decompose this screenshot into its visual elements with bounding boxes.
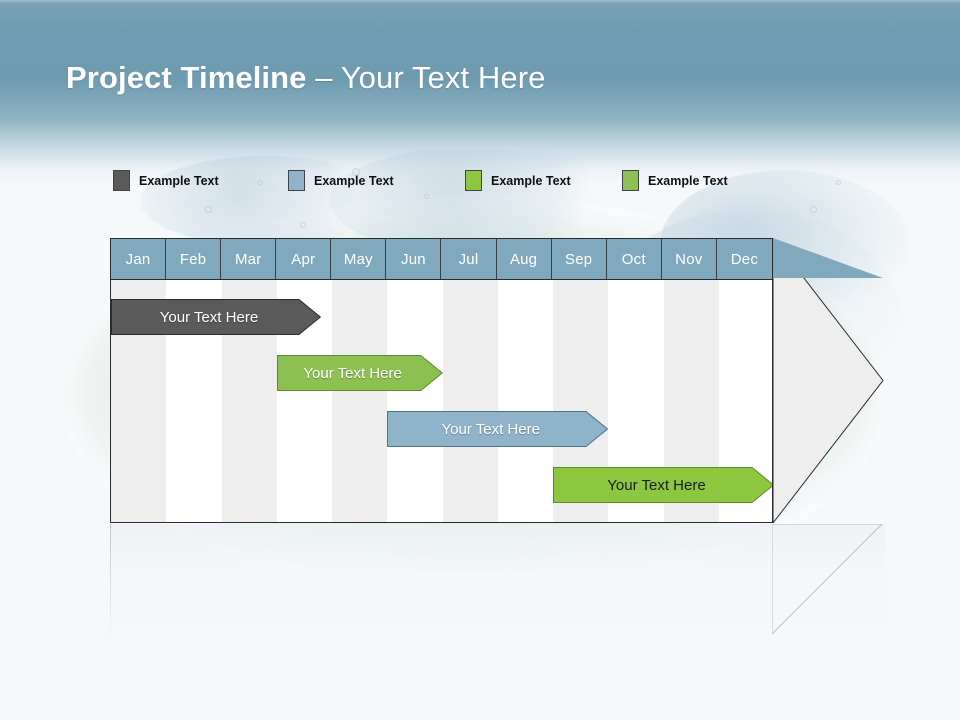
month-header-jul[interactable]: Jul [441,239,497,279]
timeline-arrowhead [110,238,885,523]
title-strong: Project Timeline [66,60,307,95]
month-header-jun[interactable]: Jun [386,239,442,279]
droplet-icon [205,206,212,213]
month-header-aug[interactable]: Aug [496,239,552,279]
task-bar-label-1: Your Text Here [159,308,259,326]
month-header-nov[interactable]: Nov [661,239,717,279]
month-column-aug [497,239,553,522]
banner-highlight [0,0,960,4]
legend-item-3: Example Text [465,170,571,191]
month-header-mar[interactable]: Mar [221,239,277,279]
task-bar-shape-1 [111,299,321,335]
page-title: Project Timeline – Your Text Here [66,60,545,96]
task-bar-label-2: Your Text Here [303,364,402,382]
month-header-may[interactable]: May [331,239,387,279]
legend-label-2: Example Text [314,173,394,188]
legend: Example Text Example Text Example Text Exam… [0,0,960,191]
task-bar-2[interactable]: Your Text Here [276,355,443,391]
chart-reflection [110,524,885,654]
legend-swatch-2 [288,170,305,191]
reflection-edge-line [110,524,111,642]
legend-item-1: Example Text [113,170,219,191]
month-column-feb [166,239,222,522]
legend-label-4: Example Text [648,173,728,188]
month-header-apr[interactable]: Apr [276,239,332,279]
task-bar-label-3: Your Text Here [441,420,540,438]
reflection-arrowhead [772,524,884,636]
legend-swatch-4 [622,170,639,191]
task-bar-shape-3 [387,411,609,447]
legend-item-2: Example Text [288,170,394,191]
month-header-dec[interactable]: Dec [716,239,772,279]
month-column-jul [442,239,498,522]
task-bar-shape-4 [553,467,772,503]
droplet-icon [810,206,817,213]
task-bar-shape-2 [276,355,443,391]
title-light: – Your Text Here [306,60,546,95]
month-header-oct[interactable]: Oct [606,239,662,279]
month-column-jan [111,239,167,522]
month-header-sep[interactable]: Sep [551,239,607,279]
legend-label-3: Example Text [491,173,571,188]
legend-swatch-3 [465,170,482,191]
month-column-mar [221,239,277,522]
task-bar-3[interactable]: Your Text Here [387,411,609,447]
month-header-feb[interactable]: Feb [166,239,222,279]
task-bar-4[interactable]: Your Text Here [553,467,772,503]
droplet-icon [300,222,306,228]
legend-swatch-1 [113,170,130,191]
task-bar-label-4: Your Text Here [607,476,706,494]
task-bar-1[interactable]: Your Text Here [111,299,321,335]
legend-item-4: Example Text [622,170,728,191]
month-header-jan[interactable]: Jan [111,239,167,279]
droplet-icon [424,194,429,199]
header-underline [111,279,772,280]
legend-label-1: Example Text [139,173,219,188]
